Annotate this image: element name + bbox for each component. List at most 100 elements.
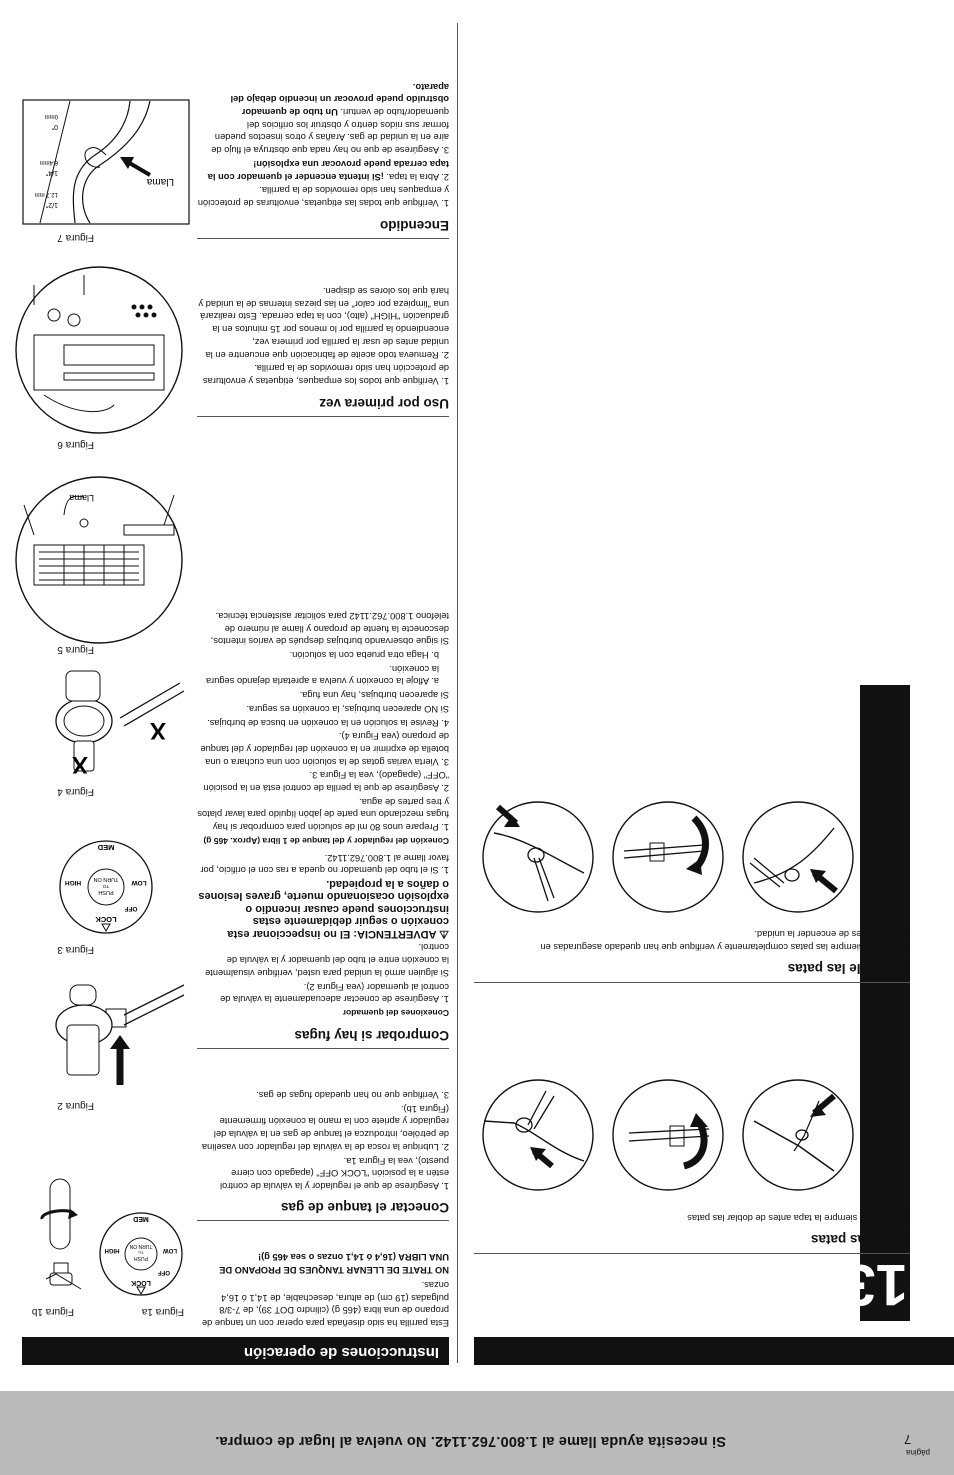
section-number: 13 — [843, 1252, 908, 1317]
operation-title: Instrucciones de operación — [243, 1344, 439, 1361]
knob3-high: HIGH — [65, 879, 82, 886]
fig1b-caption: Figura 1b — [31, 1306, 74, 1317]
scale-zero-mm: 0mm — [45, 113, 58, 119]
test-step-1: 1. Prepare unos 80 ml de solución para c… — [197, 796, 449, 833]
help-text: Si necesita ayuda llame al 1.800.762.114… — [215, 1433, 726, 1449]
unfold-note: Nota: Abra siempre las patas completamen… — [530, 928, 910, 953]
left-banner — [474, 1337, 954, 1365]
first-use-steps: 1. Verifique que todos los empaques, eti… — [197, 283, 449, 387]
knob-figure-3: LOCK OFF LOW MED HIGH PUSH TO TURN ON — [59, 840, 153, 934]
knob3-med: MED — [97, 843, 114, 852]
knob1-off: OFF — [158, 1269, 170, 1275]
unfold-step-3 — [482, 801, 594, 913]
column-divider — [457, 23, 458, 1363]
knob3-lock: LOCK — [95, 915, 117, 924]
test-step-4: 4. Revise la solución en la conexión en … — [207, 717, 449, 728]
fig2-caption: Figura 2 — [57, 1100, 94, 1111]
unfold-note-label: Nota: — [887, 942, 910, 952]
leak-figure-4: X X — [55, 670, 185, 778]
scale-quarter-inch: 1/4" — [45, 169, 58, 176]
leak-warning-text: ADVERTENCIA: El no inspeccionar esta con… — [198, 877, 449, 940]
knob-figure-1a: LOCK OFF LOW MED HIGH PUSH TO TURN ON — [99, 1212, 183, 1296]
unfold-title: Desdoble las patas — [787, 961, 910, 976]
connect-step-1: 1. Asegúrese de que el regulador y la vá… — [220, 1155, 449, 1191]
first-use-step-1: 1. Verifique que todos los empaques, eti… — [202, 363, 449, 386]
fold-title: Doble las patas — [810, 1232, 910, 1247]
knob3-to: TO — [102, 884, 109, 889]
fig6-caption: Figura 6 — [57, 439, 94, 450]
ignition-step-2: 2. Abra la tapa. ¡Si intenta encender el… — [197, 157, 449, 182]
section-tab: 13 — [843, 685, 910, 1321]
rule — [197, 238, 449, 239]
unfold-step-2 — [612, 801, 724, 913]
test-step-3: 3. Vierta varias gotas de la solución co… — [200, 731, 449, 767]
fold-note-label: Nota: — [887, 1213, 910, 1223]
rule — [474, 982, 910, 983]
knob1-med: MED — [133, 1215, 149, 1222]
knob1-high: HIGH — [105, 1247, 120, 1253]
operation-banner: Instrucciones de operación — [22, 1337, 449, 1365]
leak-warning: ⚠ ADVERTENCIA: El no inspeccionar esta c… — [197, 877, 449, 940]
flame-figure-7: Llama 1/2" 12.7 mm 1/4" 6.4mm 0" 0mm — [22, 99, 190, 225]
leak-title: Comprobar si hay fugas — [294, 1028, 449, 1043]
x-mark-icon: X — [150, 717, 166, 744]
rule — [197, 1220, 449, 1221]
knob1-low: LOW — [163, 1247, 177, 1253]
fold-note-text: Cierre siempre la tapa antes de doblar l… — [687, 1213, 886, 1223]
leak-step-2: 1. Si el tubo del quemador no queda a ra… — [200, 852, 449, 876]
page-label: página — [906, 1448, 931, 1457]
test-step-5: Si NO aparecen burbujas, la conexión es … — [246, 703, 449, 714]
leak-step-1b: Si alguien armó la unidad para usted, ve… — [205, 942, 449, 978]
test-step-2: 2. Asegúrese de que la perilla de contro… — [203, 770, 450, 794]
test-step-9: Si sigue observando burbujas después de … — [210, 610, 449, 647]
fold-step-2 — [612, 1079, 724, 1191]
unfold-step-1 — [742, 801, 854, 913]
knob1-turnon: TURN ON — [129, 1243, 152, 1249]
connect-title: Conectar el tanque de gas — [280, 1200, 449, 1215]
scale-12mm: 12.7 mm — [35, 191, 58, 197]
test-step-6: Si aparecen burbujas, hay una fuga. — [299, 690, 449, 701]
regulator-figure-2 — [55, 984, 185, 1085]
ignition-step-3: 3. Asegúrese de que no hay nada que obst… — [197, 80, 449, 156]
test-step-8: b. Haga otra prueba con la solución. — [289, 650, 439, 661]
knob1-to: TO — [138, 1250, 143, 1255]
intro-block: Esta parrilla ha sido diseñada para oper… — [197, 1250, 449, 1329]
scale-zero-inch: 0" — [51, 123, 58, 130]
ignition-steps: 1. Verifique que todas las etiquetas, en… — [197, 79, 449, 209]
test-step-7: a. Afloje la conexión y vuelva a apretar… — [205, 663, 439, 687]
knob3-low: LOW — [131, 879, 147, 886]
refill-warning: NO TRATE DE LLENAR TANQUES DE PROPANO DE… — [219, 1252, 449, 1276]
knob3-turnon: TURN ON — [93, 876, 118, 882]
knob1-lock: LOCK — [131, 1279, 151, 1286]
knob1-push: PUSH — [134, 1255, 148, 1261]
fig4-caption: Figura 4 — [57, 786, 94, 797]
connect-step-3: 3. Verifique que no han quedado fugas de… — [256, 1090, 449, 1101]
rule — [474, 1253, 910, 1254]
fig3-caption: Figura 3 — [57, 944, 94, 955]
knob3-off: OFF — [124, 905, 137, 912]
leak-steps: Conexiones del quemador 1. Asegúrese de … — [197, 608, 449, 1019]
knob3-push: PUSH — [98, 889, 113, 895]
warning-icon: ⚠ — [439, 927, 449, 940]
unfold-note-text: Abra siempre las patas completamente y v… — [540, 929, 910, 952]
connect-steps: 1. Asegúrese de que el regulador y la vá… — [197, 1087, 449, 1192]
fig1a-caption: Figura 1a — [141, 1306, 184, 1317]
ignition-step-2a: 2. Abra la tapa. — [383, 171, 449, 182]
fold-note: Nota: Cierre siempre la tapa antes de do… — [530, 1211, 910, 1224]
fig7-flame-label: Llama — [146, 176, 174, 187]
intro-text: Esta parrilla ha sido diseñada para oper… — [201, 1279, 449, 1328]
fig5-flame-label: Llama — [69, 493, 94, 503]
fig5-caption: Figura 5 — [57, 644, 94, 655]
leak-step-1: 1. Asegúrese de conectar adecuadamente l… — [220, 981, 449, 1005]
grill-figure-6 — [15, 266, 183, 434]
ignition-step-1: 1. Verifique que todas las etiquetas, en… — [197, 185, 449, 208]
first-use-step-2: 2. Remueva todo aceite de fabricación qu… — [198, 286, 449, 360]
help-footer: Si necesita ayuda llame al 1.800.762.114… — [0, 1391, 954, 1475]
x-mark-icon: X — [72, 751, 88, 778]
connect-step-2: 2. Lubrique la rosca de la válvula del r… — [201, 1103, 449, 1152]
scale-6mm: 6.4mm — [40, 159, 58, 165]
fold-step-3 — [482, 1079, 594, 1191]
page-number: 7 — [904, 1432, 912, 1447]
fig7-caption: Figura 7 — [57, 232, 94, 243]
